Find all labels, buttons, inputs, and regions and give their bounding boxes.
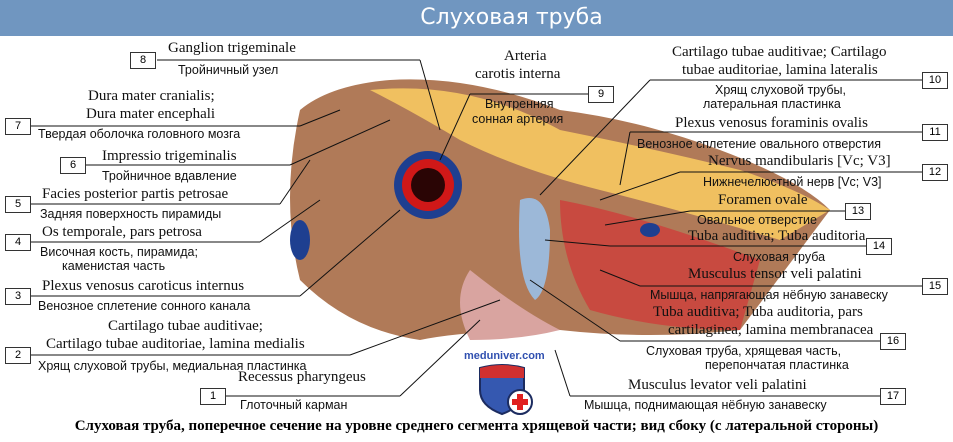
label-number-17: 17 [880,388,906,405]
label-number-16: 16 [880,333,906,350]
label-number-9: 9 [588,86,614,103]
label-6-russian: Тройничное вдавление [102,169,237,183]
label-4-latin: Os temporale, pars petrosa [42,224,202,240]
label-9-latin: carotis interna [475,66,561,82]
leader-lines [31,59,922,397]
label-16-latin: cartilaginea, lamina membranacea [668,322,874,338]
label-16-russian: перепончатая пластинка [705,358,849,372]
label-2-latin: Cartilago tubae auditoriae, lamina media… [46,336,305,352]
label-7-russian: Твердая оболочка головного мозга [38,127,241,141]
label-3-latin: Plexus venosus caroticus internus [42,278,245,294]
label-10-russian: латеральная пластинка [703,97,841,111]
label-10-latin: Cartilago tubae auditivae; Cartilago [672,44,887,60]
label-2-russian: Хрящ слуховой трубы, медиальная пластинк… [38,359,307,373]
label-4-russian: каменистая часть [62,259,166,273]
label-15-latin: Musculus tensor veli palatini [688,266,862,282]
label-17-russian: Мышца, поднимающая нёбную занавеску [584,398,827,412]
label-number-8: 8 [130,52,156,69]
label-1-latin: Recessus pharyngeus [238,369,366,385]
label-number-6: 6 [60,157,86,174]
label-number-10: 10 [922,72,948,89]
label-8-latin: Ganglion trigeminale [168,40,296,56]
label-10-latin: tubae auditoriae, lamina lateralis [682,62,878,78]
label-9-latin: Arteria [504,48,547,64]
page-title: Слуховая труба [0,0,953,36]
label-number-1: 1 [200,388,226,405]
label-5-russian: Задняя поверхность пирамиды [40,207,222,221]
muscle-region [560,200,760,330]
label-13-russian: Овальное отверстие [697,213,817,227]
label-number-7: 7 [5,118,31,135]
watermark-text: meduniver.com [464,350,545,362]
label-17-latin: Musculus levator veli palatini [628,377,807,393]
label-number-15: 15 [922,278,948,295]
label-16-latin: Tuba auditiva; Tuba auditoria, pars [653,304,863,320]
label-number-5: 5 [5,196,31,213]
pharyngeal-region [460,270,560,340]
label-11-latin: Plexus venosus foraminis ovalis [675,115,868,131]
label-10-russian: Хрящ слуховой трубы, [715,83,846,97]
label-1-russian: Глоточный карман [240,398,348,412]
label-12-russian: Нижнечелюстной нерв [Vc; V3] [703,175,882,189]
label-number-13: 13 [845,203,871,220]
label-9-russian: сонная артерия [472,112,564,126]
label-number-14: 14 [866,238,892,255]
shield-cross-icon [479,364,533,416]
label-12-latin: Nervus mandibularis [Vc; V3] [708,153,891,169]
label-9-russian: Внутренняя [485,97,554,111]
label-13-latin: Foramen ovale [718,192,808,208]
label-4-russian: Височная кость, пирамида; [40,245,198,259]
label-15-russian: Мышца, напрягающая нёбную занавеску [650,288,888,302]
label-7-latin: Dura mater cranialis; [88,88,215,104]
label-number-12: 12 [922,164,948,181]
label-14-latin: Tuba auditiva; Tuba auditoria [688,228,866,244]
label-8-russian: Тройничный узел [178,63,279,77]
label-2-latin: Cartilago tubae auditivae; [108,318,263,334]
label-5-latin: Facies posterior partis petrosae [42,186,229,202]
label-number-11: 11 [922,124,948,141]
label-7-latin: Dura mater encephali [86,106,216,122]
label-6-latin: Impressio trigeminalis [102,148,237,164]
label-11-russian: Венозное сплетение овального отверстия [637,137,882,151]
label-number-3: 3 [5,288,31,305]
ganglion-nerve-region [370,88,830,240]
label-number-4: 4 [5,234,31,251]
tube-cartilage [519,198,550,300]
label-14-russian: Слуховая труба [733,250,826,264]
figure-caption: Слуховая труба, поперечное сечение на ур… [74,418,879,434]
label-3-russian: Венозное сплетение сонного канала [38,299,251,313]
label-16-russian: Слуховая труба, хрящевая часть, [646,344,842,358]
meduniver-logo: meduniver.com [464,350,545,422]
label-number-2: 2 [5,347,31,364]
